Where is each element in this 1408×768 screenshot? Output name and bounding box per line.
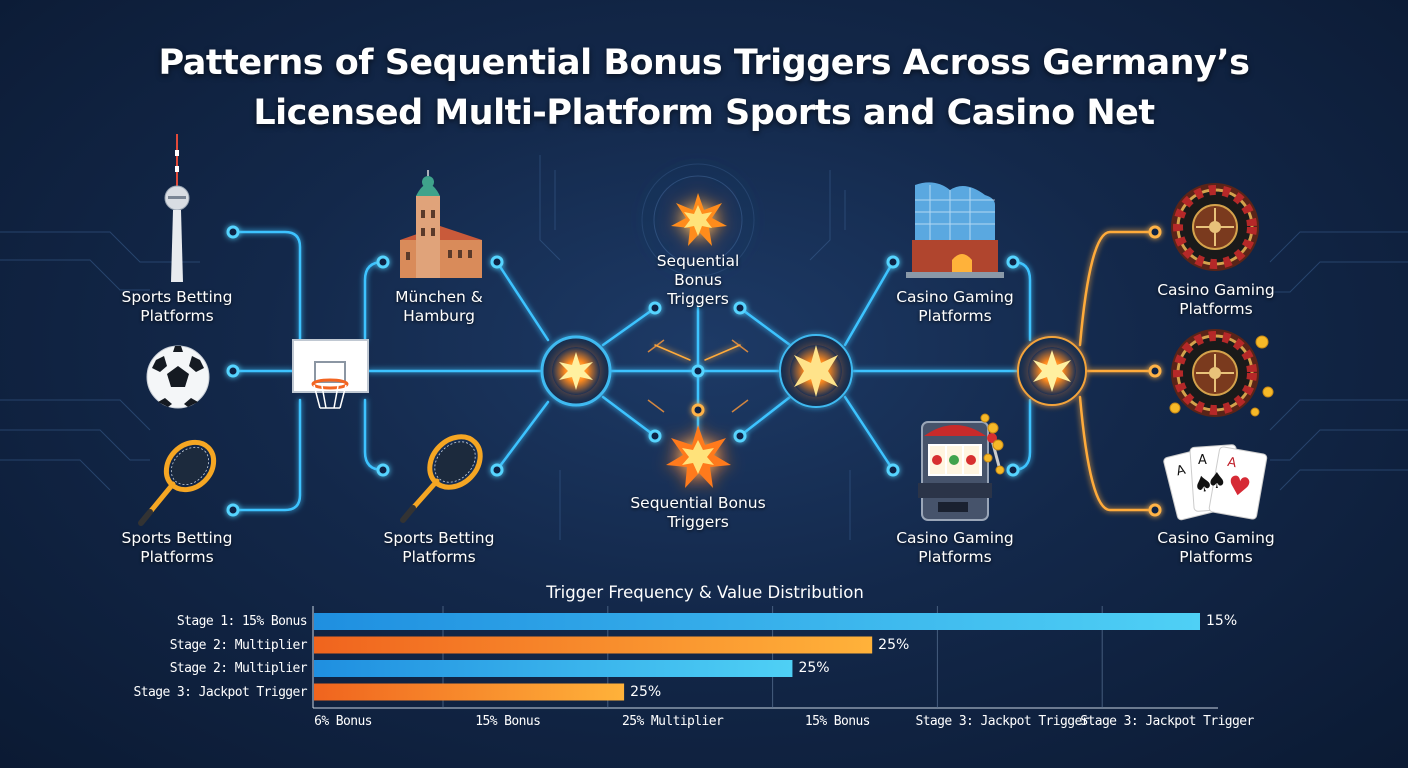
value-label: 15%	[1206, 613, 1238, 629]
svg-text:♥: ♥	[1225, 470, 1253, 504]
connection-nodes	[226, 225, 1020, 517]
starburst-icon	[666, 425, 731, 488]
circuit-background	[0, 155, 1408, 540]
label-casino-bottom: Casino Gaming Platforms	[896, 529, 1014, 566]
x-tick-label: 25% Multiplier	[622, 714, 724, 729]
category-label: Stage 1: 15% Bonus	[176, 614, 308, 629]
title-line-2: Licensed Multi-Platform Sports and Casin…	[253, 93, 1155, 133]
svg-text:A: A	[1226, 455, 1237, 471]
connection-nodes-orange	[691, 225, 1162, 517]
svg-text:♠: ♠	[1207, 469, 1227, 494]
label-munich-hamburg: München & Hamburg	[395, 288, 483, 325]
roulette-icon	[1171, 183, 1259, 271]
category-label: Stage 2: Multiplier	[169, 661, 308, 676]
elbphilharmonie-icon	[906, 182, 1004, 278]
playing-cards-icon: A A A ♠ ♠ ♥	[1163, 444, 1268, 521]
starburst-icon	[641, 163, 755, 277]
x-tick-label: 15% Bonus	[475, 714, 541, 729]
category-label: Stage 2: Multiplier	[169, 637, 308, 653]
tennis-racket-icon	[400, 434, 483, 523]
label-casino-right-bottom: Casino Gaming Platforms	[1157, 529, 1275, 566]
basketball-hoop-icon	[292, 339, 369, 409]
chart-bars	[314, 613, 1200, 701]
label-casino-top: Casino Gaming Platforms	[896, 288, 1014, 325]
svg-text:A: A	[1198, 453, 1207, 468]
label-sequential-bottom: Sequential Bonus Triggers	[630, 494, 766, 531]
soccer-ball-icon	[146, 345, 210, 409]
svg-text:A: A	[1175, 463, 1187, 480]
tennis-racket-icon	[138, 439, 217, 526]
chart-axes	[312, 606, 1218, 709]
hub-left	[540, 335, 612, 407]
label-sports-betting-top: Sports Betting Platforms	[121, 288, 233, 325]
x-tick-label: 6% Bonus	[314, 714, 372, 729]
title-line-1: Patterns of Sequential Bonus Triggers Ac…	[158, 43, 1250, 83]
page-title: Patterns of Sequential Bonus Triggers Ac…	[0, 38, 1408, 138]
burst-rays	[647, 339, 749, 413]
tv-tower-icon	[164, 134, 190, 282]
label-sports-betting-bottom-left: Sports Betting Platforms	[121, 529, 233, 566]
chart-bar	[314, 613, 1200, 630]
hub-center	[779, 334, 853, 408]
chart-bar	[314, 636, 873, 654]
chart-title: Trigger Frequency & Value Distribution	[546, 583, 864, 602]
label-sports-betting-bottom-mid: Sports Betting Platforms	[383, 529, 495, 566]
slot-machine-icon	[918, 413, 1005, 521]
value-label: 25%	[878, 636, 910, 653]
value-label: 25%	[630, 683, 662, 700]
value-label: 25%	[798, 660, 830, 676]
category-label: Stage 3: Jackpot Trigger	[133, 684, 308, 700]
roulette-icon	[1169, 329, 1274, 417]
church-icon	[400, 170, 482, 278]
x-tick-label: 15% Bonus	[804, 714, 871, 729]
chart-bar	[314, 660, 793, 677]
x-tick-label: Stage 3: Jackpot Trigger	[915, 714, 1089, 729]
chart-bar	[314, 683, 625, 701]
label-sequential-top: Sequential Bonus Triggers	[656, 252, 740, 308]
label-casino-right-top: Casino Gaming Platforms	[1157, 281, 1275, 318]
connections-orange	[654, 230, 1157, 512]
hub-right	[1017, 336, 1087, 406]
x-tick-label: Stage 3: Jackpot Trigger	[1080, 714, 1254, 729]
